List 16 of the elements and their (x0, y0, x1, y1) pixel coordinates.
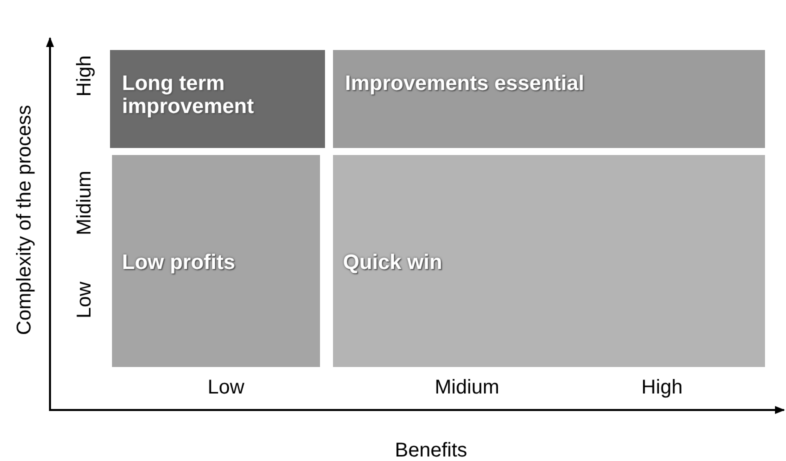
axis-title: Benefits (394, 440, 468, 461)
quadrant-label: Long term improvement (122, 72, 253, 118)
axis-tick-label: Midium (74, 170, 96, 236)
quadrant-label: Improvements essential (345, 72, 586, 95)
axis-tick-label: Midium (434, 376, 500, 400)
axis-tick-label: High (641, 376, 683, 400)
quadrant-box (110, 50, 325, 148)
quadrant-box (333, 155, 765, 367)
axis-tick-label: High (74, 55, 96, 97)
axis-tick-label: Low (74, 282, 96, 318)
quadrant-box (333, 50, 765, 148)
quadrant-box (112, 155, 320, 367)
quadrant-label: Quick win (343, 251, 444, 274)
axis-title: Complexity of the process (14, 104, 36, 336)
axis-tick-label: Low (208, 376, 244, 400)
quadrant-label: Low profits (122, 251, 236, 274)
